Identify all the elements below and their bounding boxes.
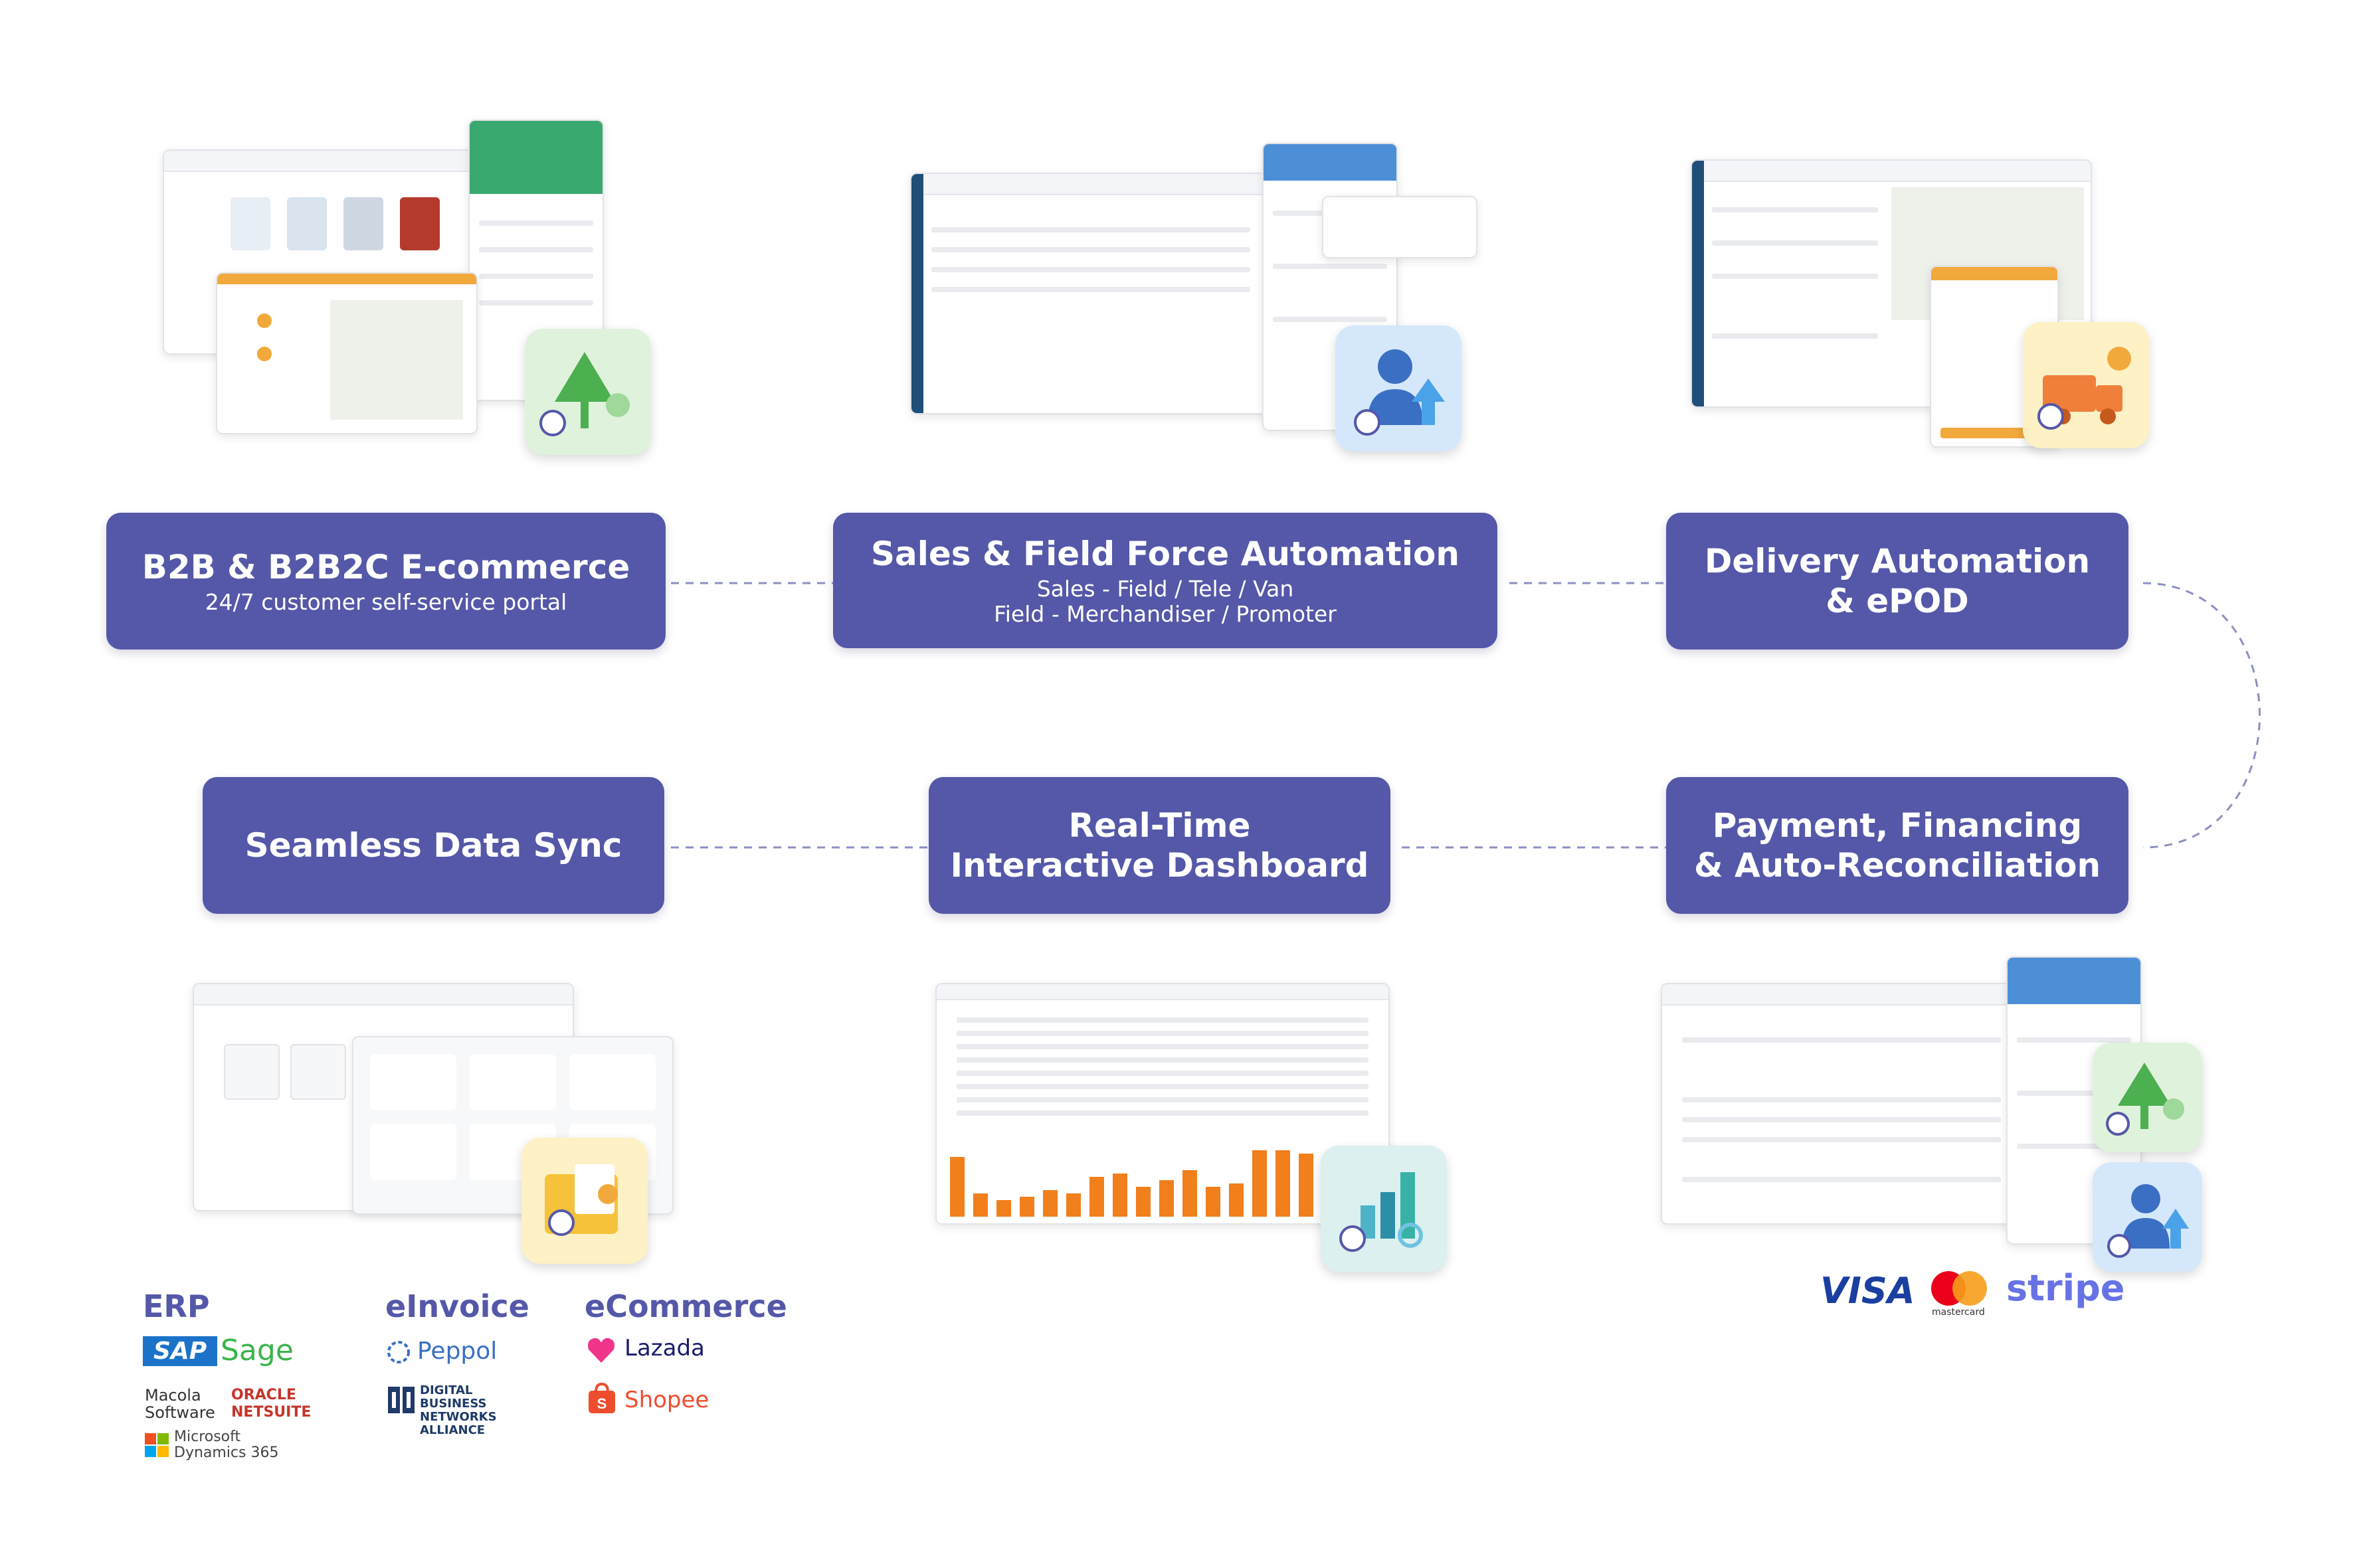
box-dashboard: Real-Time Interactive Dashboard [929, 777, 1390, 914]
box-sales-line1: Sales - Field / Tele / Van [1036, 576, 1294, 602]
sage-logo: Sage [221, 1334, 294, 1367]
datasync-documents-panel [352, 1036, 674, 1215]
payment-screenshot-group [1661, 956, 2219, 1288]
payment-person-icon [2093, 1162, 2202, 1272]
dashboard-chart-icon [1321, 1146, 1447, 1272]
box-ecommerce: B2B & B2B2C E-commerce 24/7 customer sel… [106, 513, 666, 650]
peppol-icon [387, 1340, 411, 1364]
box-payment-line2: & Auto-Reconciliation [1693, 846, 2101, 885]
data-folder-icon [521, 1138, 648, 1264]
shopee-logo: Shopee [624, 1387, 709, 1413]
microsoft-squares-icon [145, 1433, 169, 1457]
dbna-logo: DIGITAL BUSINESS NETWORKS ALLIANCE [420, 1383, 497, 1437]
box-ecommerce-title: B2B & B2B2C E-commerce [141, 548, 630, 586]
ecommerce-screenshot-group [163, 120, 668, 455]
delivery-screenshot-group [1691, 159, 2169, 452]
ecommerce-map-screen [216, 272, 478, 434]
sales-web-screen [910, 173, 1271, 414]
box-payment: Payment, Financing & Auto-Reconciliation [1666, 777, 2128, 914]
lazada-heart-icon [586, 1335, 616, 1365]
box-sales-line2: Field - Merchandiser / Promoter [994, 601, 1337, 627]
visa-logo: VISA [1820, 1270, 1915, 1312]
box-dashboard-line2: Interactive Dashboard [950, 846, 1369, 885]
dynamics-logo: Microsoft Dynamics 365 [174, 1429, 279, 1461]
sap-logo: SAP [143, 1336, 218, 1366]
shopee-bag-icon: S [587, 1382, 616, 1415]
ecommerce-web-screen [163, 149, 478, 355]
box-payment-line1: Payment, Financing [1712, 806, 2083, 845]
oracle-netsuite-logo: ORACLE NETSUITE [231, 1387, 312, 1421]
datasync-screenshot-group [193, 983, 684, 1268]
mastercard-logo: mastercard [1932, 1307, 1985, 1318]
payment-web-screen [1661, 983, 2022, 1225]
einvoice-heading: eInvoice [385, 1288, 529, 1324]
box-sales-title: Sales & Field Force Automation [871, 535, 1459, 573]
mastercard-circles-icon [1930, 1270, 1990, 1307]
box-datasync: Seamless Data Sync [203, 777, 664, 914]
box-ecommerce-subtitle: 24/7 customer self-service portal [205, 589, 567, 615]
erp-heading: ERP [143, 1288, 210, 1324]
ecommerce-heading: eCommerce [585, 1288, 787, 1324]
box-delivery: Delivery Automation & ePOD [1666, 513, 2128, 650]
sales-person-icon [1335, 325, 1461, 452]
box-sales: Sales & Field Force Automation Sales - F… [833, 513, 1497, 648]
sales-display-panel [1322, 196, 1477, 258]
box-delivery-line2: & ePOD [1826, 582, 1969, 620]
dashboard-screenshot-group [935, 983, 1447, 1275]
macola-logo: Macola Software [145, 1386, 215, 1422]
box-delivery-line1: Delivery Automation [1704, 542, 2091, 580]
delivery-truck-icon [2023, 322, 2149, 448]
payment-tree-icon [2093, 1043, 2202, 1152]
peppol-logo: Peppol [417, 1338, 498, 1365]
dashboard-web-screen [935, 983, 1390, 1225]
lazada-logo: Lazada [624, 1335, 705, 1361]
svg-text:S: S [597, 1395, 607, 1412]
dbna-icon [387, 1385, 416, 1415]
sales-screenshot-group [910, 143, 1481, 455]
ecommerce-tree-icon [525, 329, 651, 455]
box-datasync-title: Seamless Data Sync [244, 826, 622, 865]
stripe-logo: stripe [2006, 1267, 2125, 1309]
box-dashboard-line1: Real-Time [1068, 806, 1251, 845]
connector-delivery-payment [2142, 582, 2261, 849]
